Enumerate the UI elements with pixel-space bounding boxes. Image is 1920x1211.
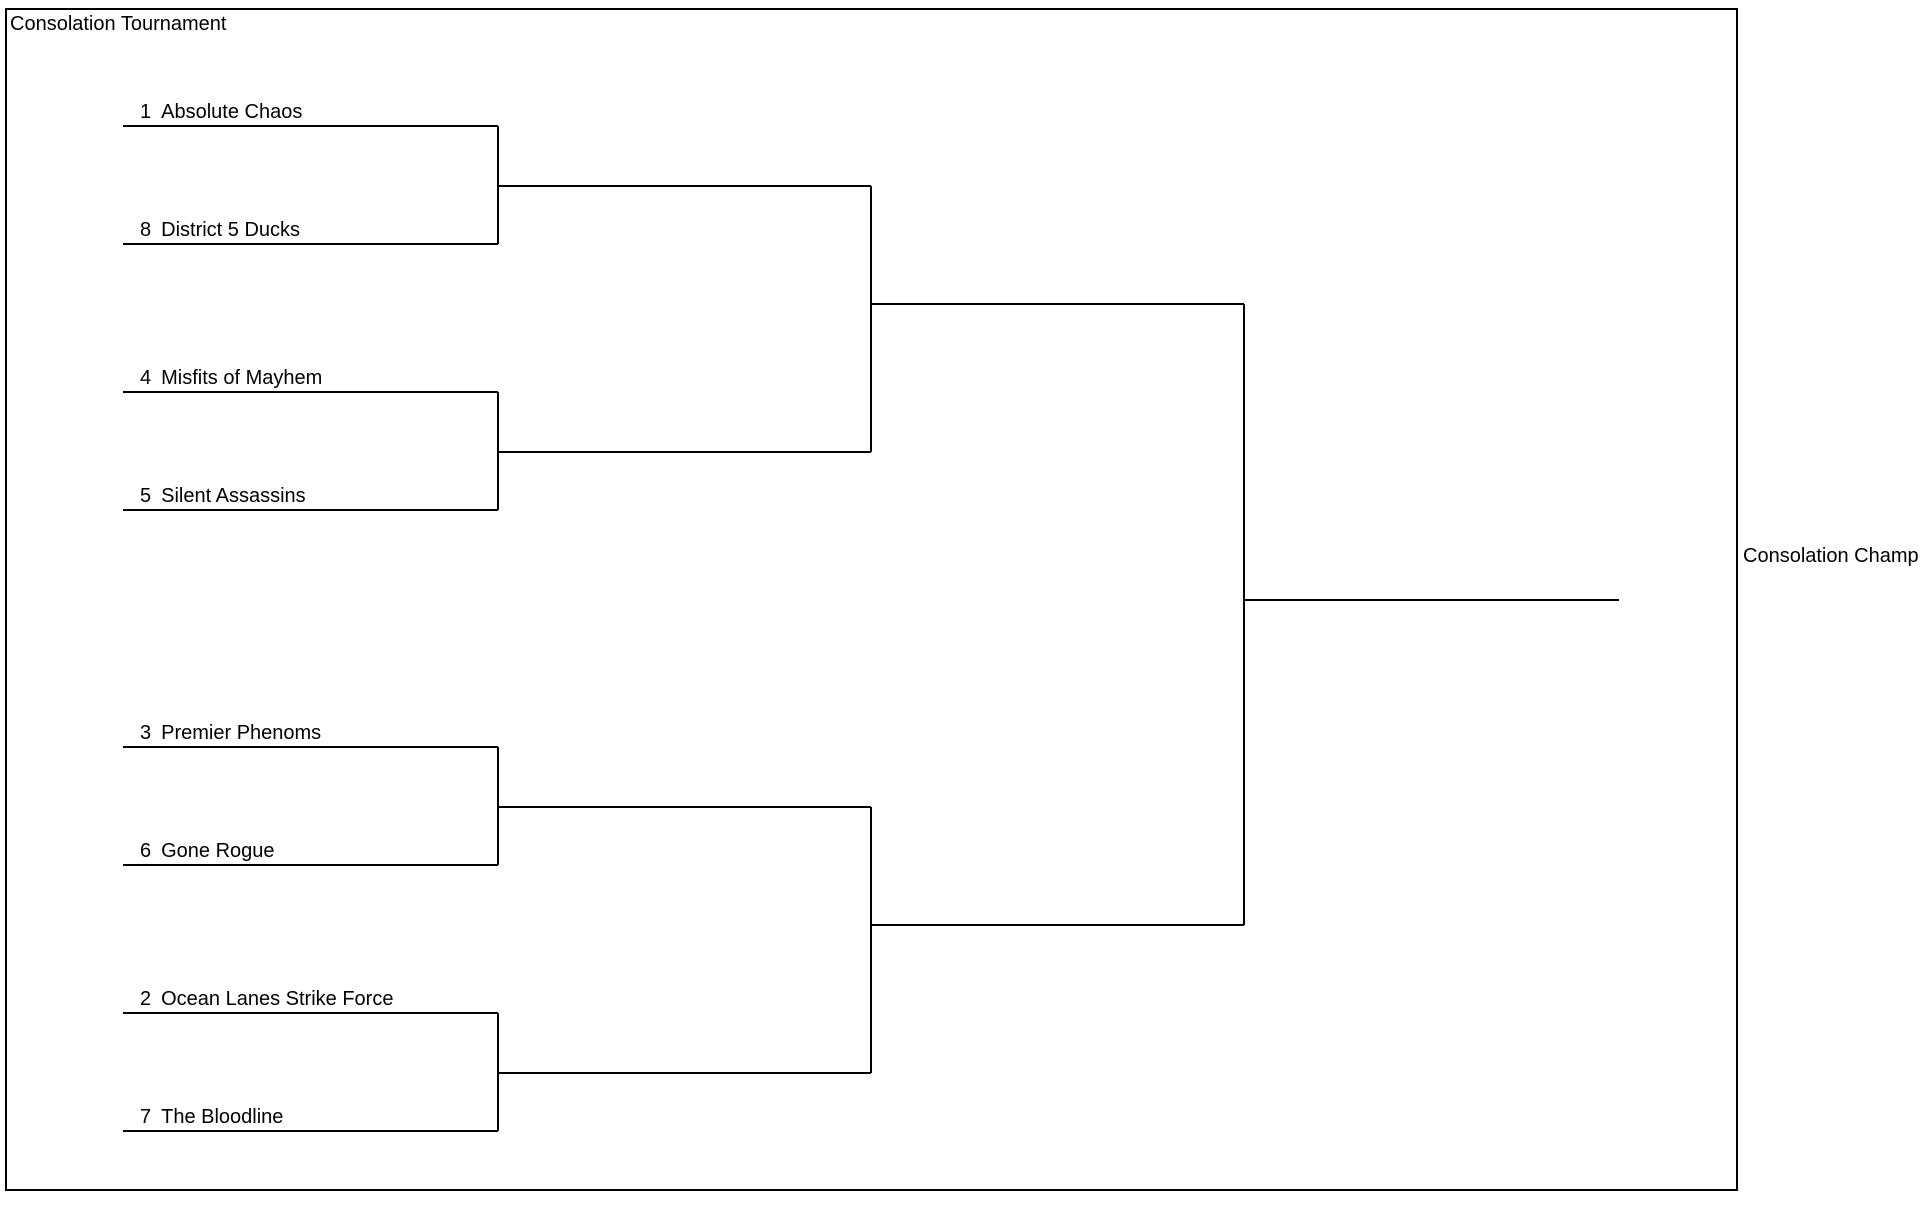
team-seed: 7 bbox=[140, 1106, 152, 1128]
team-name: Absolute Chaos bbox=[161, 101, 303, 123]
team-seed: 2 bbox=[140, 988, 152, 1010]
champion-label: Consolation Champ bbox=[1743, 545, 1919, 567]
team-name: Silent Assassins bbox=[161, 485, 306, 507]
team-name: Gone Rogue bbox=[161, 840, 275, 862]
team-seed: 5 bbox=[140, 485, 152, 507]
team-seed: 3 bbox=[140, 722, 152, 744]
team-entry-1: 1 Absolute Chaos bbox=[140, 100, 302, 124]
team-seed: 4 bbox=[140, 367, 152, 389]
team-entry-7: 2 Ocean Lanes Strike Force bbox=[140, 987, 393, 1011]
team-name: District 5 Ducks bbox=[161, 219, 301, 241]
team-name: Premier Phenoms bbox=[161, 722, 322, 744]
team-entry-8: 7 The Bloodline bbox=[140, 1105, 283, 1129]
team-entry-2: 8 District 5 Ducks bbox=[140, 218, 300, 242]
team-entry-5: 3 Premier Phenoms bbox=[140, 721, 321, 745]
team-name: The Bloodline bbox=[161, 1106, 284, 1128]
team-entry-3: 4 Misfits of Mayhem bbox=[140, 366, 322, 390]
team-entry-4: 5 Silent Assassins bbox=[140, 484, 306, 508]
bracket-title: Consolation Tournament bbox=[10, 13, 227, 35]
team-seed: 1 bbox=[140, 101, 152, 123]
team-seed: 6 bbox=[140, 840, 152, 862]
team-name: Ocean Lanes Strike Force bbox=[161, 988, 394, 1010]
bracket-frame bbox=[5, 8, 1738, 1191]
team-name: Misfits of Mayhem bbox=[161, 367, 323, 389]
team-entry-6: 6 Gone Rogue bbox=[140, 839, 275, 863]
team-seed: 8 bbox=[140, 219, 152, 241]
